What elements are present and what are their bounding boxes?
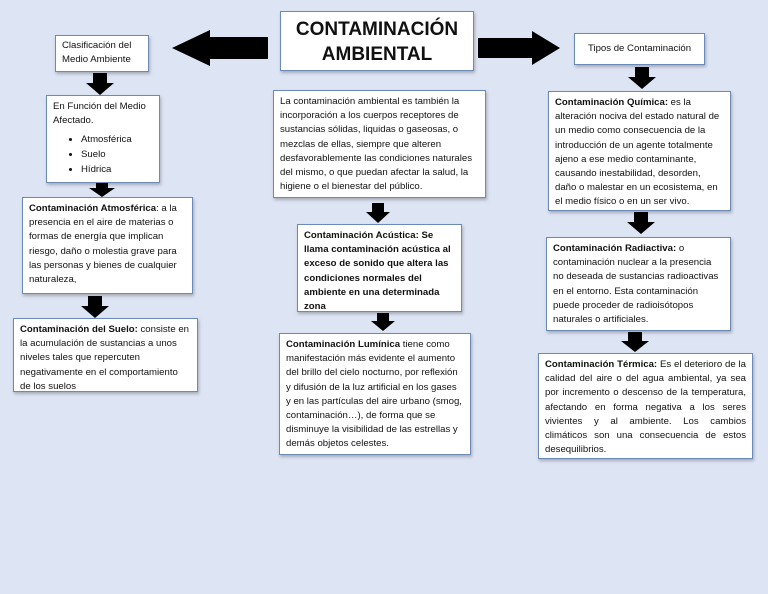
quimica-term: Contaminación Química: (555, 97, 669, 108)
right-arrow-icon (478, 31, 560, 65)
luminica-box: Contaminación Lumínica tiene como manife… (279, 333, 471, 455)
medio-afectado-list: Atmosférica Suelo Hídrica (53, 132, 153, 177)
page-title: CONTAMINACIÓN AMBIENTAL (295, 19, 459, 65)
suelo-term: Contaminación del Suelo: (20, 324, 138, 335)
down-arrow-icon (89, 183, 115, 197)
down-arrow-icon (81, 296, 109, 318)
radiactiva-text: o contaminación nuclear a la presencia n… (553, 243, 719, 326)
left-arrow-icon (172, 30, 268, 66)
down-arrow-icon (86, 73, 114, 95)
list-item: Suelo (81, 147, 153, 162)
medio-afectado-box: En Función del Medio Afectado. Atmosféri… (46, 95, 160, 183)
list-item: Hídrica (81, 162, 153, 177)
down-arrow-icon (628, 67, 656, 89)
title-box: CONTAMINACIÓN AMBIENTAL (280, 11, 474, 71)
definition-text: La contaminación ambiental es también la… (280, 96, 472, 193)
atmosferica-text: : a la presencia en el aire de materias … (29, 203, 177, 286)
termica-term: Contaminación Térmica: (545, 359, 658, 370)
suelo-box: Contaminación del Suelo: consiste en la … (13, 318, 198, 392)
radiactiva-box: Contaminación Radiactiva: o contaminació… (546, 237, 731, 331)
classification-header: Clasificación del Medio Ambiente (62, 40, 132, 65)
tipos-header-box: Tipos de Contaminación (574, 33, 705, 65)
list-item: Atmosférica (81, 132, 153, 147)
atmosferica-box: Contaminación Atmosférica: a la presenci… (22, 197, 193, 294)
atmosferica-term: Contaminación Atmosférica (29, 203, 157, 214)
down-arrow-icon (627, 212, 655, 234)
acustica-text: : Se llama contaminación acústica al exc… (304, 230, 451, 313)
acustica-box: Contaminación Acústica: Se llama contami… (297, 224, 462, 312)
quimica-text: es la alteración nociva del estado natur… (555, 97, 720, 208)
definition-box: La contaminación ambiental es también la… (273, 90, 486, 198)
quimica-box: Contaminación Química: es la alteración … (548, 91, 731, 211)
termica-text: Es el deterioro de la calidad del aire o… (545, 359, 746, 456)
medio-afectado-title: En Función del Medio Afectado. (53, 101, 146, 127)
termica-box: Contaminación Térmica: Es el deterioro d… (538, 353, 753, 459)
radiactiva-term: Contaminación Radiactiva: (553, 243, 677, 254)
luminica-term: Contaminación Lumínica (286, 339, 401, 350)
acustica-term: Contaminación Acústica (304, 230, 416, 241)
down-arrow-icon (366, 203, 390, 223)
classification-header-box: Clasificación del Medio Ambiente (55, 35, 149, 72)
luminica-text: tiene como manifestación más evidente el… (286, 339, 462, 450)
down-arrow-icon (371, 313, 395, 331)
suelo-text: consiste en la acumulación de sustancias… (20, 324, 190, 392)
tipos-header: Tipos de Contaminación (587, 43, 692, 54)
down-arrow-icon (621, 332, 649, 352)
